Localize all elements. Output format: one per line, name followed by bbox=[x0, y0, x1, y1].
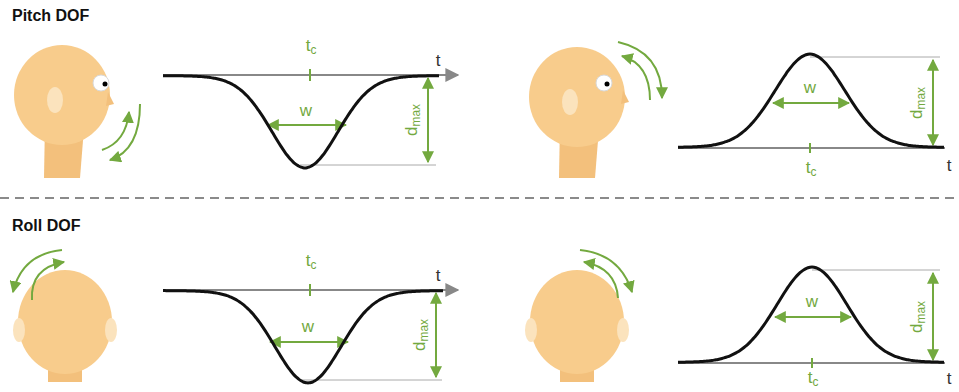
amplitude-label: dmax bbox=[908, 301, 929, 333]
drawing-part bbox=[93, 75, 109, 91]
width-label: w bbox=[804, 79, 816, 98]
symbol-subscript: max bbox=[914, 301, 928, 323]
drawing-part bbox=[584, 262, 618, 298]
drawing-part bbox=[596, 75, 612, 91]
width-label: w bbox=[300, 102, 312, 121]
drawing-part bbox=[309, 69, 311, 81]
roll-head-right bbox=[525, 250, 632, 382]
drawing-part bbox=[678, 147, 945, 149]
amplitude-label: dmax bbox=[411, 319, 432, 351]
roll-head-left bbox=[13, 250, 117, 382]
drawing-part bbox=[622, 56, 650, 100]
drawing-part bbox=[268, 124, 346, 126]
drawing-part bbox=[106, 92, 114, 106]
pitch-dip-plot bbox=[163, 69, 458, 165]
symbol-subscript: max bbox=[914, 87, 928, 109]
width-label: w bbox=[806, 293, 818, 312]
drawing-part bbox=[103, 82, 108, 87]
symbol-subscript: max bbox=[409, 104, 423, 126]
pitch-peak-plot bbox=[678, 57, 945, 153]
symbol-base: d bbox=[907, 110, 926, 119]
drawing-part bbox=[932, 273, 934, 360]
pitch-head-right bbox=[529, 42, 662, 178]
drawing-part bbox=[435, 293, 437, 377]
center-time-label: tc bbox=[306, 37, 317, 58]
drawing-part bbox=[621, 90, 629, 104]
drawing-part bbox=[810, 57, 940, 58]
symbol-subscript: c bbox=[812, 375, 818, 389]
drawing-part bbox=[105, 318, 117, 342]
section-heading: Roll DOF bbox=[12, 217, 80, 235]
symbol-subscript: c bbox=[810, 165, 816, 179]
drawing-part bbox=[525, 318, 537, 342]
symbol-subscript: max bbox=[417, 319, 431, 341]
drawing-part bbox=[13, 250, 62, 292]
amplitude-label: dmax bbox=[403, 104, 424, 136]
drawing-part bbox=[562, 89, 578, 115]
drawing-part bbox=[309, 284, 311, 296]
drawing-part bbox=[809, 143, 811, 153]
symbol-subscript: c bbox=[310, 258, 316, 272]
symbol-subscript: c bbox=[310, 43, 316, 57]
signal-curves bbox=[163, 54, 944, 383]
signal-curve bbox=[163, 76, 439, 168]
drawing-part bbox=[811, 358, 813, 368]
drawing-part bbox=[812, 270, 940, 271]
drawing-part bbox=[775, 316, 851, 318]
drawing-part bbox=[605, 82, 610, 87]
signal-curve bbox=[678, 267, 944, 362]
drawing-part bbox=[110, 104, 140, 160]
symbol-base: d bbox=[907, 324, 926, 333]
drawing-part bbox=[932, 60, 934, 145]
symbol-base: t bbox=[806, 158, 811, 177]
section-heading: Pitch DOF bbox=[12, 7, 89, 25]
symbol-base: t bbox=[808, 368, 813, 387]
roll-dip-plot bbox=[163, 284, 458, 380]
signal-curve bbox=[678, 54, 944, 147]
pitch-head-left bbox=[14, 45, 140, 178]
symbol-base: t bbox=[306, 251, 311, 270]
center-time-label: tc bbox=[306, 252, 317, 273]
section-divider bbox=[0, 197, 959, 199]
drawing-part bbox=[14, 45, 110, 145]
drawing-part bbox=[530, 270, 624, 374]
amplitude-label: dmax bbox=[908, 87, 929, 119]
drawing-part bbox=[300, 165, 436, 166]
drawing-part bbox=[13, 318, 25, 342]
center-time-label: tc bbox=[806, 159, 817, 180]
width-label: w bbox=[302, 318, 314, 337]
drawing-part bbox=[102, 112, 129, 150]
signal-curve bbox=[163, 291, 443, 383]
drawing-part bbox=[773, 102, 849, 104]
symbol-base: d bbox=[402, 127, 421, 136]
drawing-part bbox=[18, 270, 112, 374]
roll-peak-plot bbox=[678, 270, 945, 368]
time-axis-label: t bbox=[436, 267, 441, 286]
center-time-label: tc bbox=[808, 369, 819, 390]
time-axis-label: t bbox=[436, 52, 441, 71]
drawing-part bbox=[32, 262, 64, 300]
drawing-part bbox=[270, 341, 348, 343]
drawing-part bbox=[427, 78, 429, 162]
time-axis-label: t bbox=[947, 157, 952, 176]
drawing-part bbox=[618, 42, 662, 98]
time-axis-label: t bbox=[947, 370, 952, 389]
symbol-base: t bbox=[306, 36, 311, 55]
drawing-part bbox=[47, 87, 63, 113]
drawing-part bbox=[617, 318, 629, 342]
drawing-part bbox=[529, 47, 625, 147]
drawing-part bbox=[300, 380, 442, 381]
symbol-base: d bbox=[410, 342, 429, 351]
